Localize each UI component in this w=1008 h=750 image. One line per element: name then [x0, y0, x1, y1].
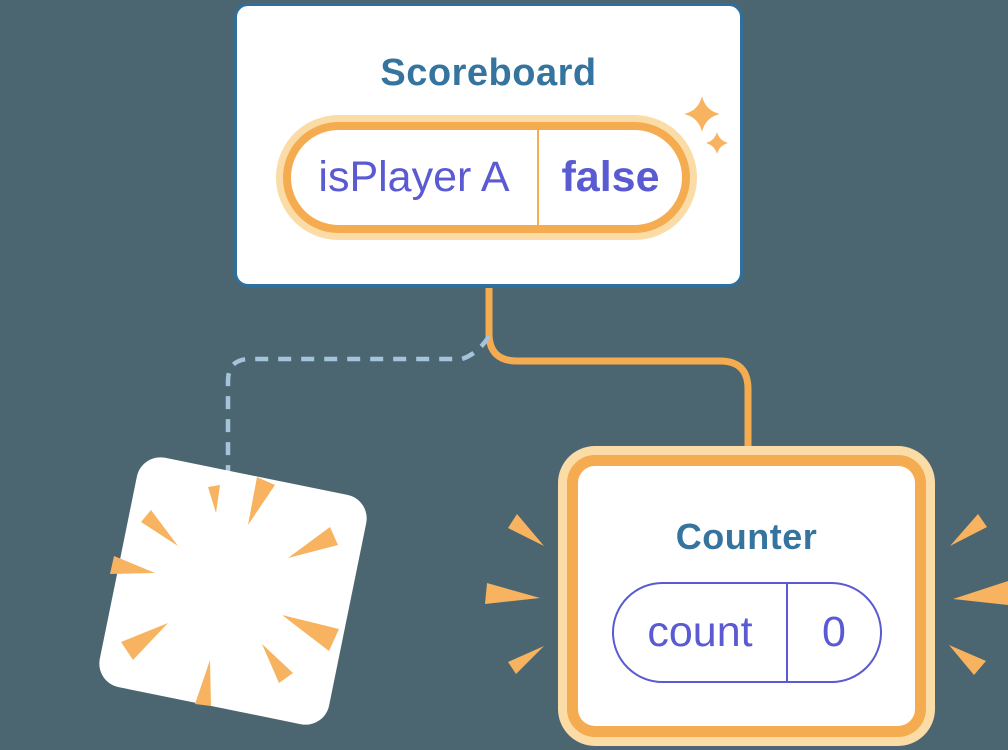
scoreboard-component-card: Scoreboard isPlayer A false [234, 3, 743, 287]
counter-component-card: Counter count 0 [567, 455, 926, 737]
state-key-label: count [647, 608, 753, 656]
state-value-label: 0 [786, 584, 880, 681]
scoreboard-state-pill: isPlayer A false [283, 122, 690, 233]
destroyed-component-card [95, 453, 371, 729]
connector-scoreboard-to-counter [485, 288, 752, 470]
counter-title: Counter [675, 516, 818, 557]
emphasis-marks-left-icon [485, 514, 544, 674]
emphasis-marks-right-icon [949, 514, 1008, 675]
counter-state-pill: count 0 [612, 582, 882, 683]
state-value-label: false [537, 130, 682, 225]
state-key-label: isPlayer A [318, 153, 510, 201]
scoreboard-title: Scoreboard [380, 52, 597, 94]
